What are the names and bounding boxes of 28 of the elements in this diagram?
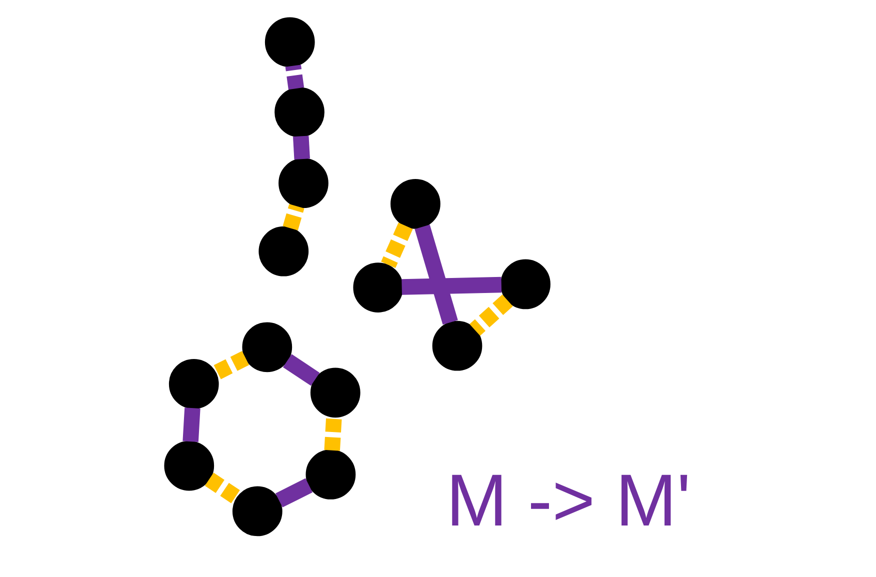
node-circle	[232, 486, 282, 536]
connector	[204, 472, 242, 504]
node-circle	[390, 178, 440, 229]
node-circle	[305, 450, 356, 500]
connector	[414, 224, 458, 325]
node-circle	[242, 322, 292, 372]
node-circle	[432, 320, 482, 371]
node-circle	[278, 158, 328, 208]
connector	[212, 350, 249, 380]
node-circle	[310, 368, 360, 418]
node-circle	[500, 259, 550, 310]
node-circle	[352, 262, 403, 312]
node-circle	[164, 440, 214, 491]
connector	[324, 416, 342, 451]
connector	[292, 136, 310, 160]
node-circle	[274, 87, 324, 138]
connector	[282, 354, 320, 386]
connector	[380, 222, 412, 268]
node-circle	[168, 359, 218, 409]
connector	[469, 294, 512, 336]
connector	[284, 64, 304, 90]
label: M -> M'	[446, 458, 690, 542]
connector	[274, 478, 312, 508]
connector	[401, 276, 502, 295]
connector	[182, 408, 200, 442]
connector	[282, 204, 304, 230]
node-circle	[258, 226, 308, 276]
node-circle	[264, 17, 314, 68]
